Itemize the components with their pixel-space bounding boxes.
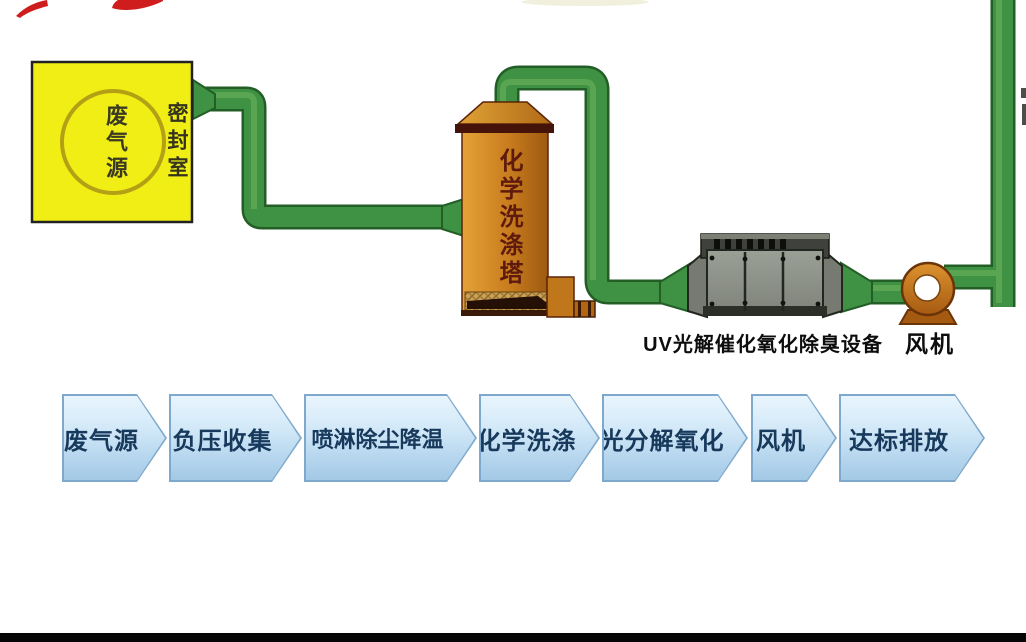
pipe-network <box>205 0 1016 307</box>
flow-step-waste-gas-source: 废气源 <box>62 394 167 482</box>
flow-step-compliant-discharge: 达标排放 <box>839 394 985 482</box>
sealed-chamber-box <box>30 60 194 224</box>
funnel-uv-outlet <box>840 261 873 314</box>
flow-step-label: 达标排放 <box>849 427 949 455</box>
pipe-source-to-tower <box>205 86 446 230</box>
flow-step-label: 化学洗涤 <box>476 427 577 455</box>
flow-step-negative-pressure-collection: 负压收集 <box>169 394 302 482</box>
uv-panel-bolts <box>709 255 821 307</box>
fan-blower <box>898 261 958 325</box>
uv-photolysis-unit <box>687 233 843 319</box>
funnel-uv-inlet <box>659 261 692 314</box>
process-flow-chart: 废气源 负压收集 喷淋除尘降温 化学洗涤 光分解氧化 风机 达标排放 <box>0 394 1026 482</box>
bottom-crop-bar <box>0 633 1026 642</box>
sealed-chamber-label: 密封室 <box>165 102 188 183</box>
tower-drain-fitting <box>573 300 596 318</box>
flow-step-label: 风机 <box>756 427 806 455</box>
flow-step-chemical-scrubbing: 化学洗涤 <box>479 394 600 482</box>
waste-gas-source-label: 废气源 <box>103 104 128 182</box>
flow-step-label: 废气源 <box>64 427 139 455</box>
funnel-source-outlet <box>192 78 216 121</box>
waste-gas-source-circle <box>60 89 166 195</box>
flow-step-spray-dedust-cooling: 喷淋除尘降温 <box>304 394 477 482</box>
tower-drain-box <box>546 276 575 318</box>
flow-step-label: 负压收集 <box>172 427 273 455</box>
tower-sludge <box>467 296 547 309</box>
uv-body <box>706 249 824 314</box>
flow-step-fan: 风机 <box>751 394 837 482</box>
tower-cone-top <box>456 101 554 125</box>
scrubber-tower-label: 化学洗涤塔 <box>495 148 522 288</box>
flow-step-label: 喷淋除尘降温 <box>311 427 444 452</box>
flow-step-label: 光分解氧化 <box>599 427 725 455</box>
scrubber-tower <box>455 101 596 318</box>
uv-unit-label: UV光解催化氧化除臭设备 <box>643 334 883 356</box>
fan-inlet-eye <box>913 274 941 302</box>
tower-eave-band <box>455 124 554 133</box>
funnel-tower-inlet <box>441 197 465 238</box>
fan-label: 风机 <box>905 331 955 357</box>
uv-top-slots <box>714 239 786 255</box>
faint-mark-decor <box>521 0 649 6</box>
red-brush-stroke-decor <box>16 0 649 18</box>
flow-step-photolysis-oxidation: 光分解氧化 <box>602 394 748 482</box>
cropped-right-edge-text <box>1021 88 1026 125</box>
